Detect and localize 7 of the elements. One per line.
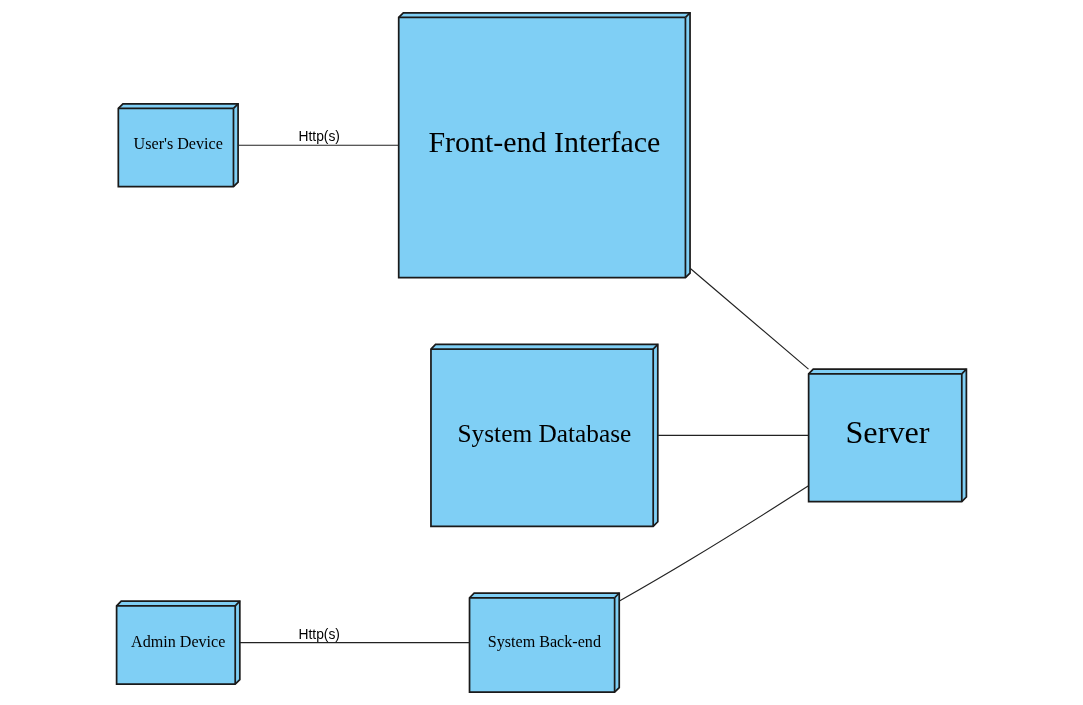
edge-label: Http(s) [298, 128, 340, 145]
connector [239, 642, 470, 644]
edge-label: Http(s) [298, 625, 340, 642]
connector [689, 267, 810, 370]
connector [237, 144, 400, 146]
connector [657, 434, 809, 436]
connector [618, 485, 810, 602]
